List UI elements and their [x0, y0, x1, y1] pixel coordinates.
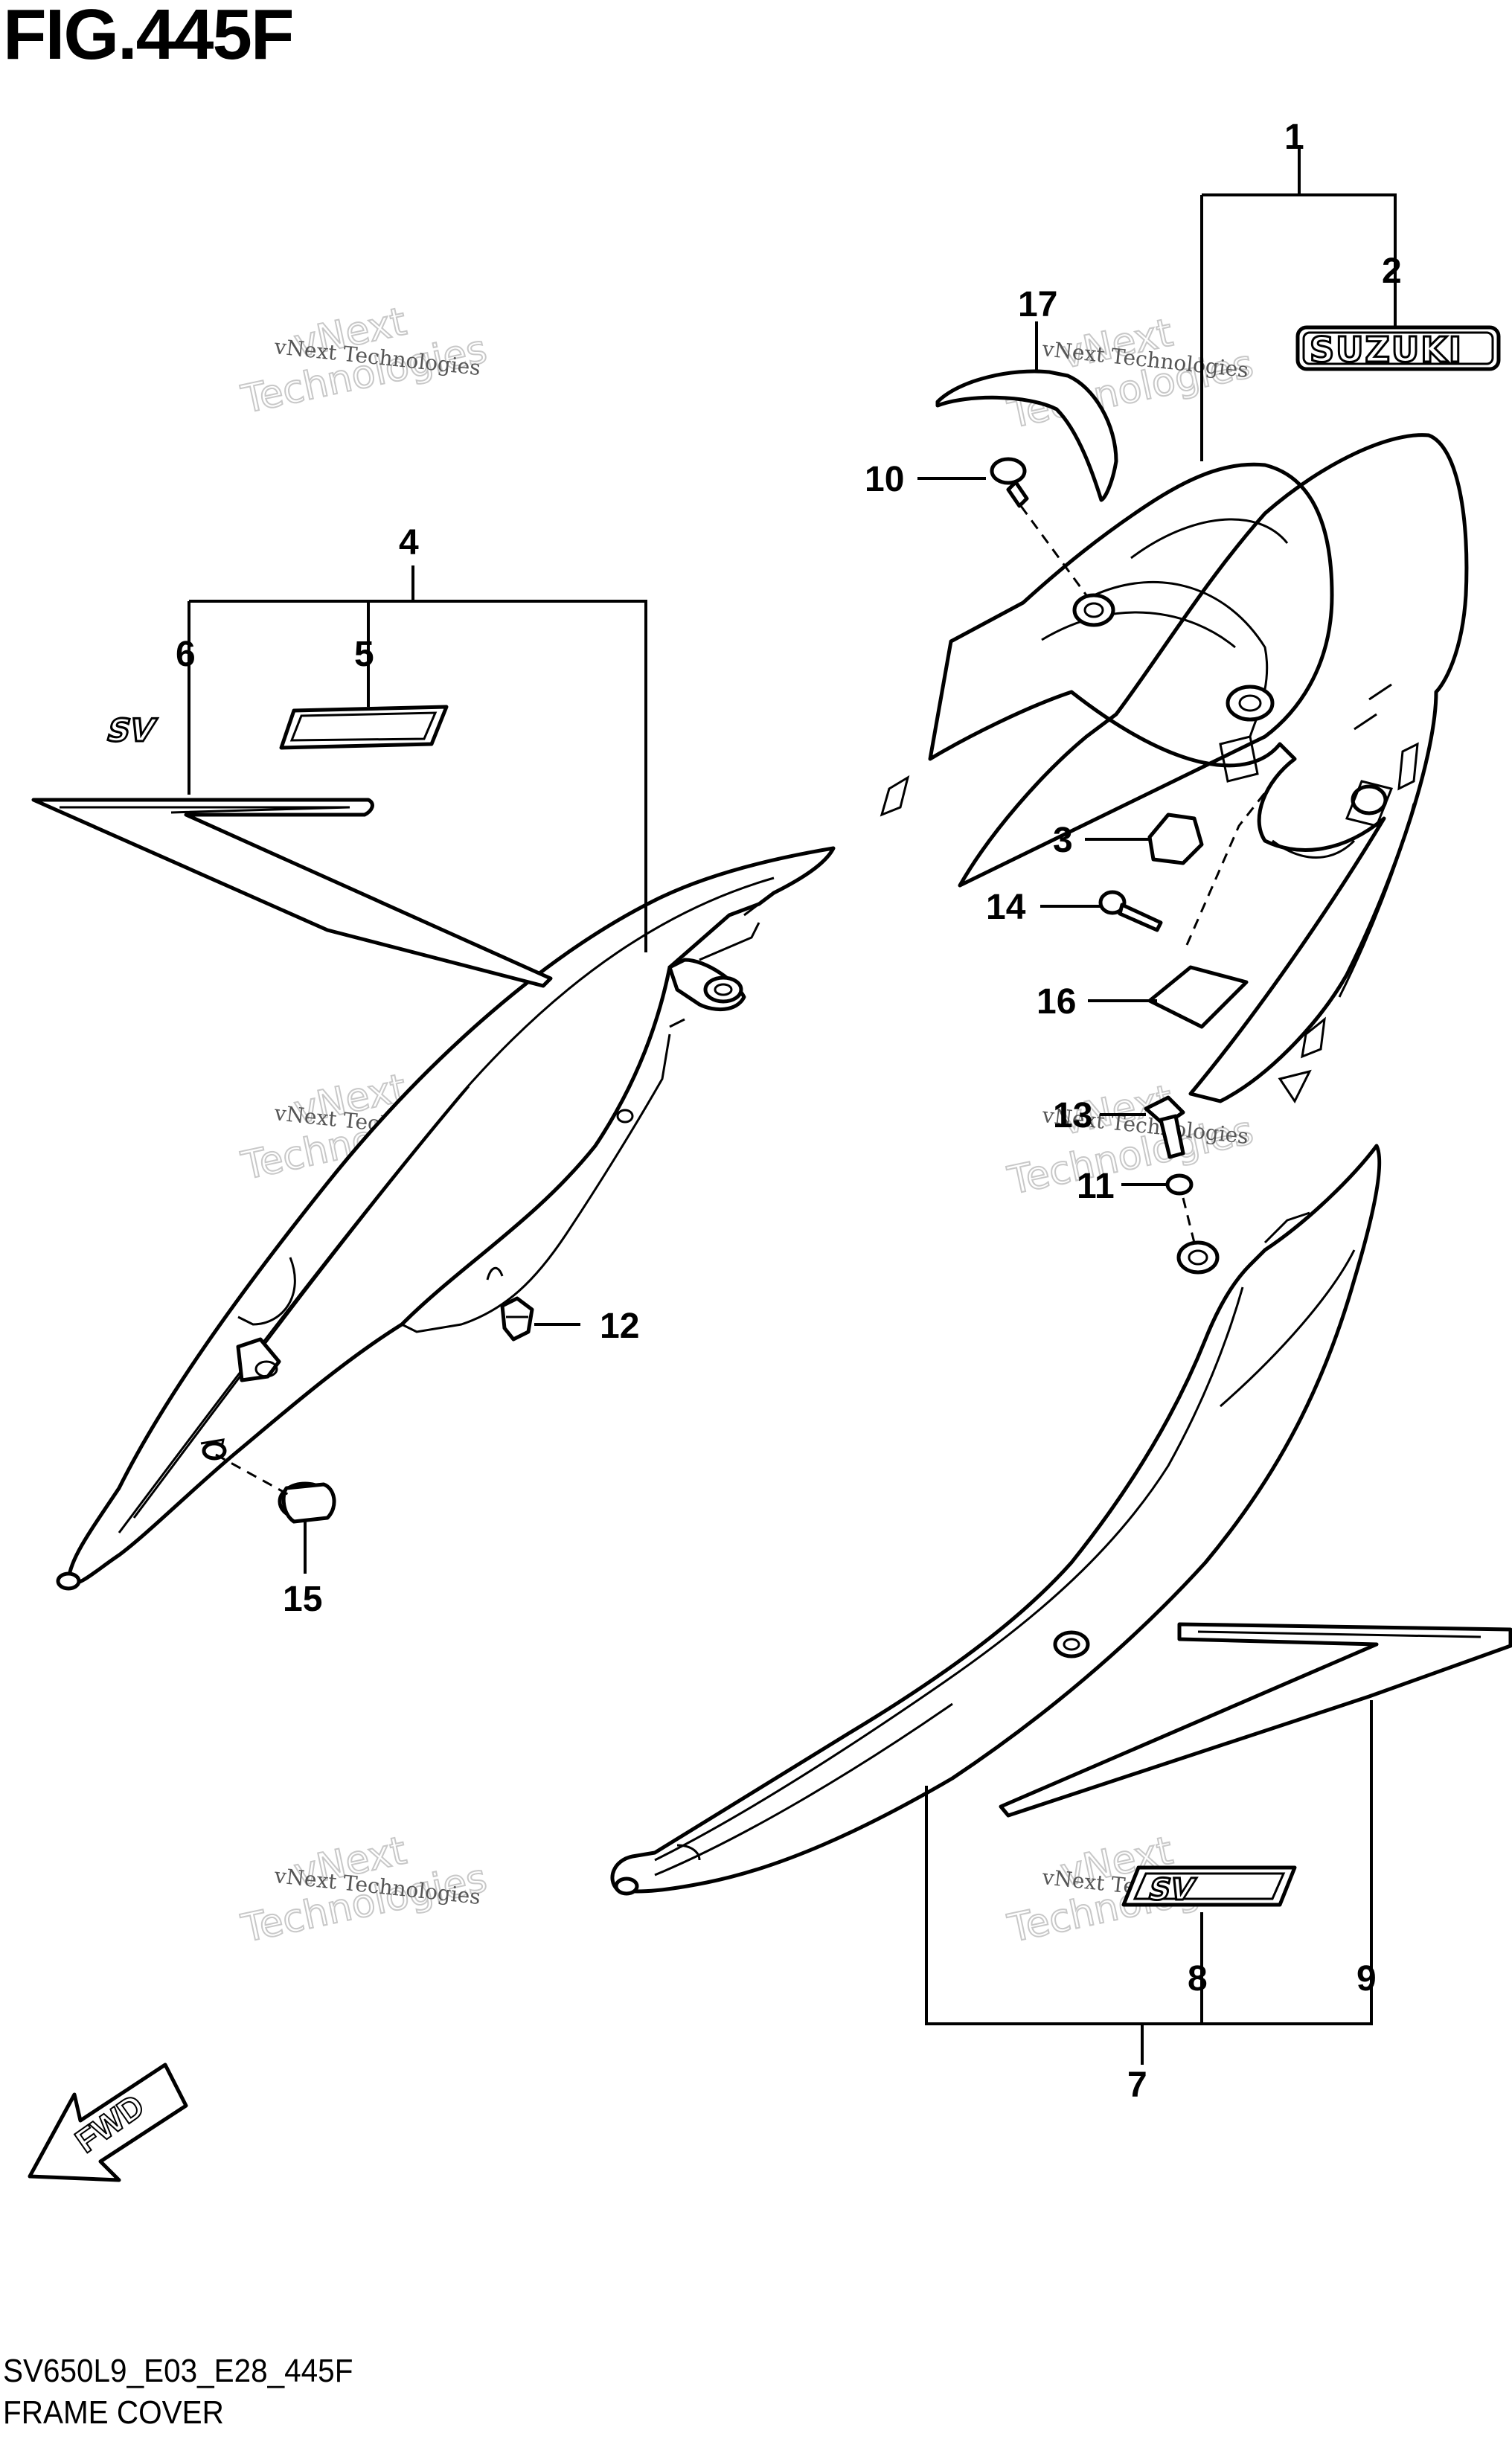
part-sv-emblem-right: SV — [1121, 1865, 1297, 1908]
callout-5: 5 — [354, 635, 374, 674]
callout-1: 1 — [1284, 118, 1304, 157]
callout-6: 6 — [176, 635, 196, 674]
part-tail-cowl — [880, 433, 1469, 1103]
svg-text:SUZUKI: SUZUKI — [1310, 330, 1463, 370]
watermark-1: Technologies vNext vNext Technologies — [237, 298, 491, 423]
callout-8: 8 — [1188, 1959, 1208, 1999]
part-nut-11 — [1165, 1173, 1194, 1196]
fwd-arrow-icon: FWD — [28, 2063, 188, 2182]
part-bolt-13 — [1144, 1095, 1185, 1159]
svg-text:SV: SV — [103, 713, 159, 749]
watermark-2: Technologies vNext vNext Technologies — [1003, 310, 1258, 438]
watermark-5: Technologies vNext vNext Technologies — [237, 1827, 491, 1952]
part-clip-12 — [500, 1296, 534, 1342]
callout-13: 13 — [1053, 1096, 1092, 1135]
callout-15: 15 — [283, 1580, 322, 1619]
svg-text:SV: SV — [1144, 1872, 1199, 1907]
part-sv-emblem-left: SV — [102, 705, 449, 750]
callout-17: 17 — [1018, 285, 1057, 324]
part-bolt-10 — [990, 457, 1029, 508]
part-frame-cover-right — [610, 1144, 1382, 1896]
part-pad-16 — [1147, 965, 1249, 1029]
callout-9: 9 — [1356, 1959, 1377, 1999]
part-cushion-3 — [1147, 813, 1204, 865]
callout-14: 14 — [986, 888, 1026, 927]
callout-4: 4 — [399, 523, 419, 563]
part-cushion-strip — [935, 369, 1118, 502]
callout-11: 11 — [1077, 1167, 1115, 1206]
callout-10: 10 — [865, 460, 904, 499]
footer-figure-code: SV650L9_E03_E28_445F — [3, 2353, 353, 2389]
footer-figure-name: FRAME COVER — [3, 2394, 224, 2431]
part-decal-stripe-left — [31, 798, 553, 988]
callout-12: 12 — [600, 1307, 639, 1346]
part-screw-14 — [1098, 890, 1163, 932]
callout-3: 3 — [1053, 821, 1073, 860]
callout-7: 7 — [1127, 2065, 1147, 2105]
callout-16: 16 — [1037, 982, 1076, 1022]
part-frame-cover-left — [56, 846, 836, 1591]
part-decal-stripe-right — [999, 1622, 1512, 1818]
figure-title: FIG.445F — [3, 0, 294, 74]
part-grommet-15 — [278, 1481, 336, 1524]
callout-2: 2 — [1382, 251, 1402, 291]
part-suzuki-emblem: SUZUKI — [1295, 325, 1501, 371]
